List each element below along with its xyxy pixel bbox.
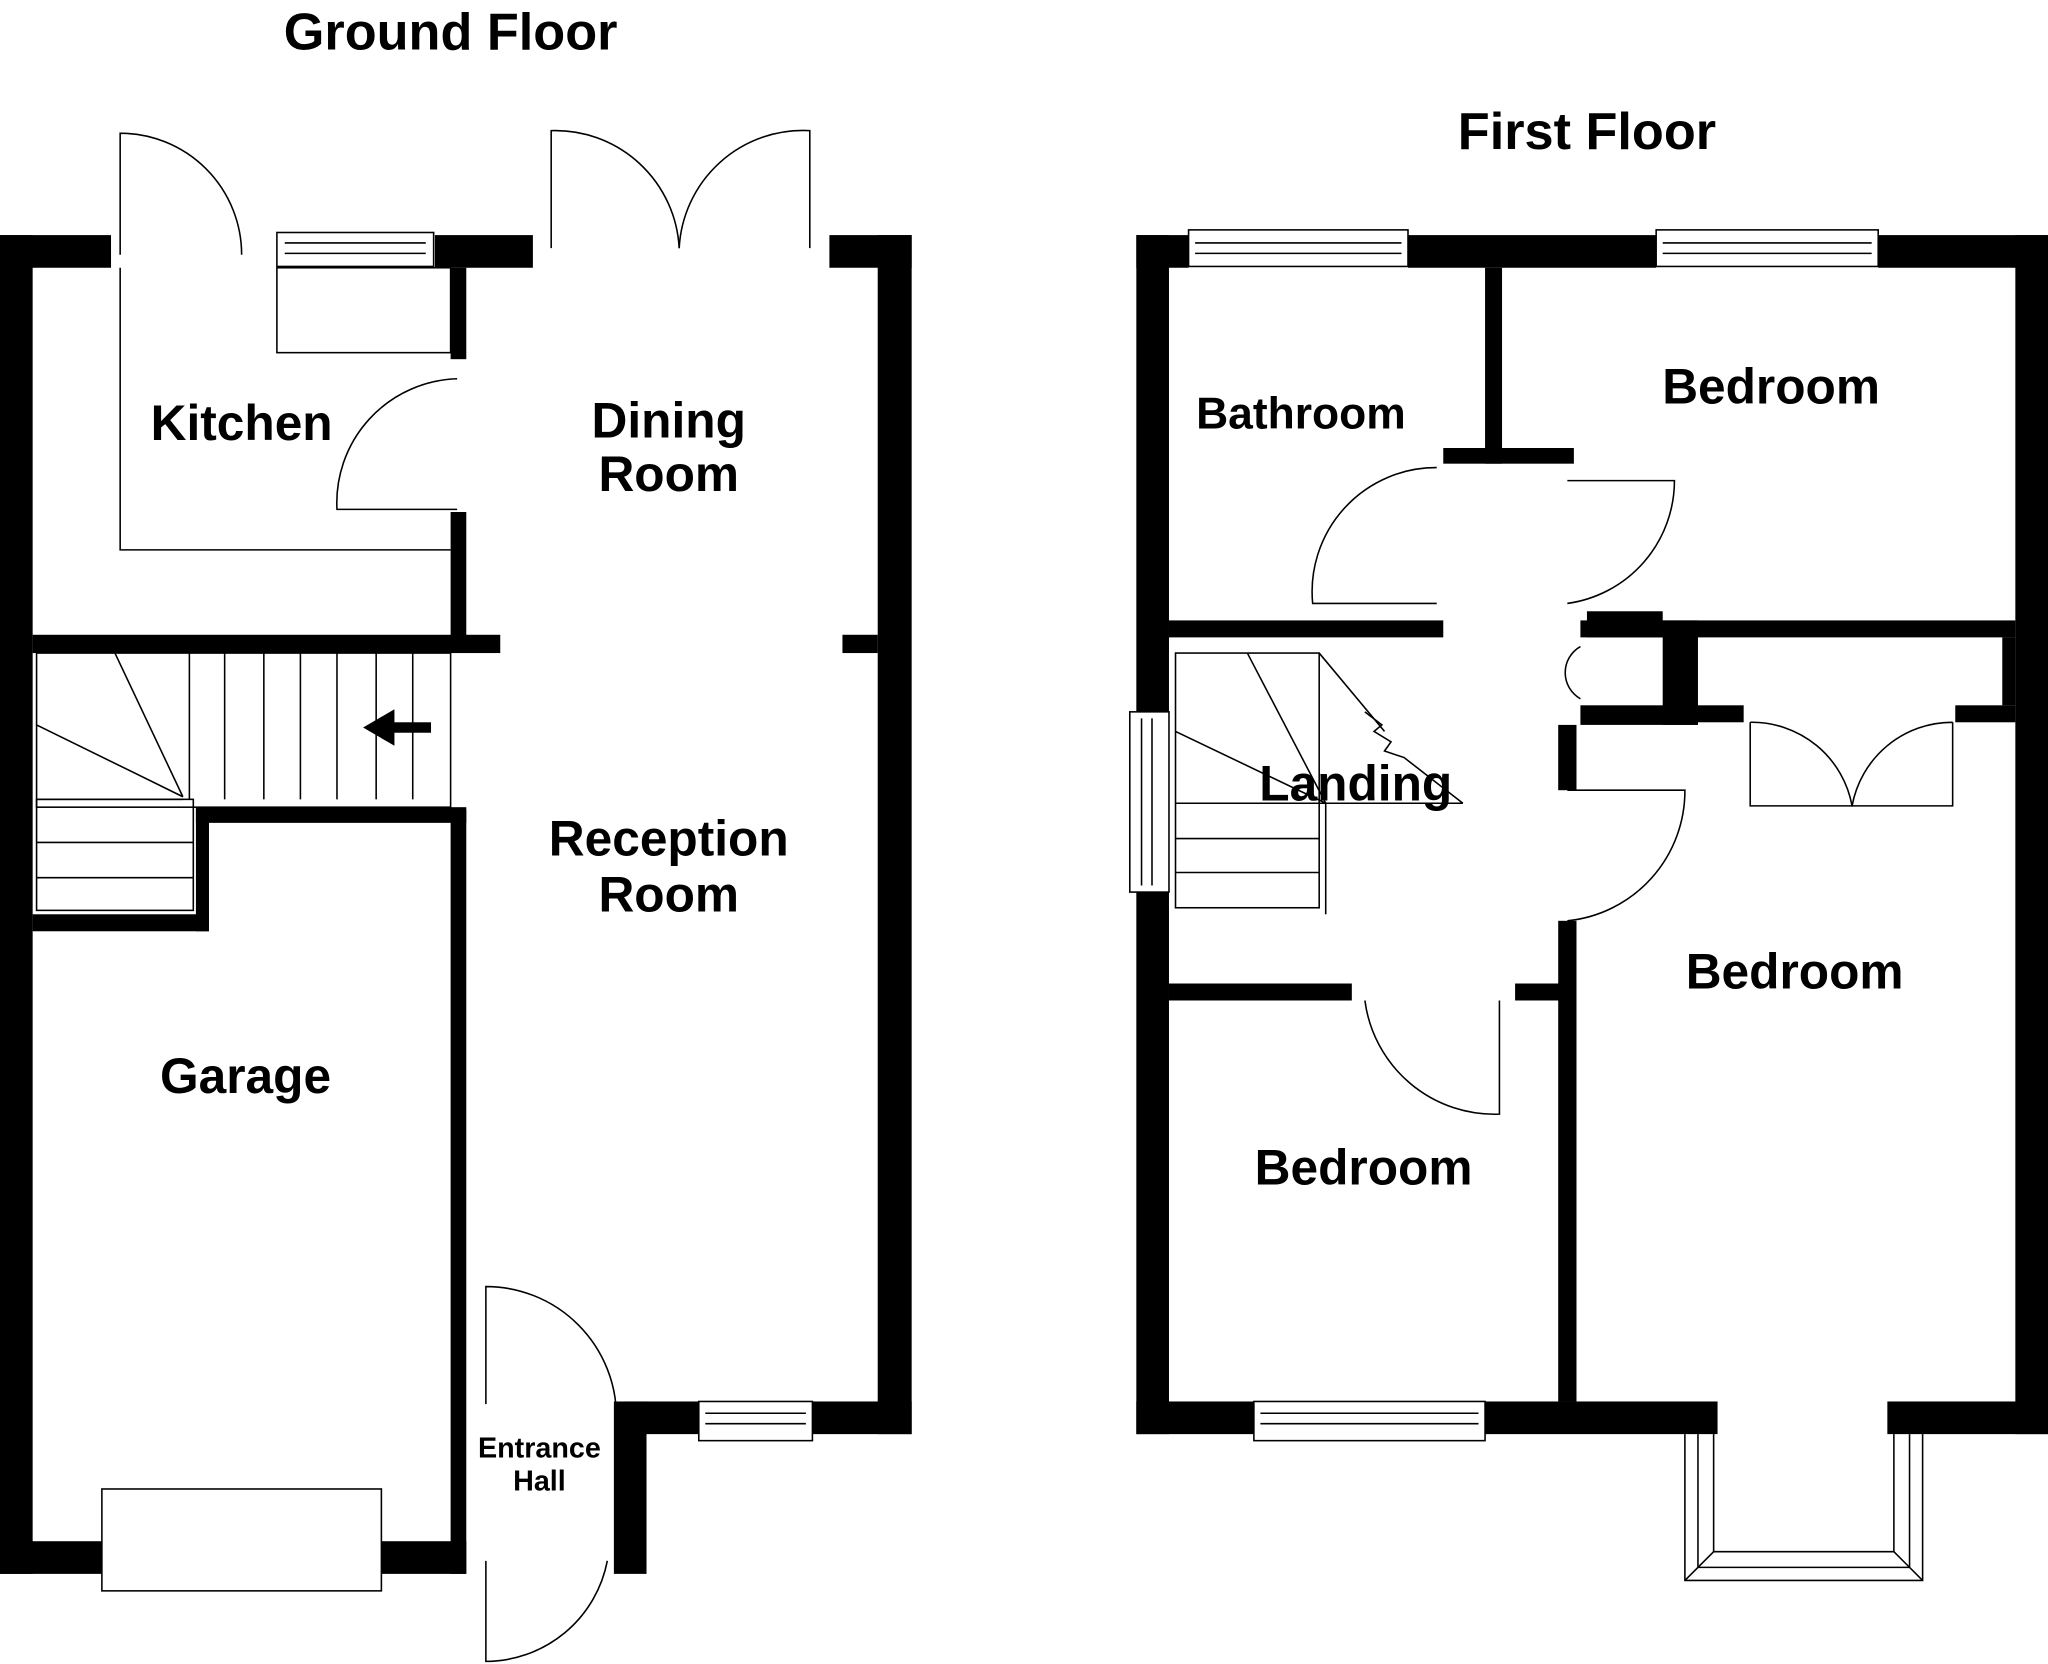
room-label-bedroom-rear: Bedroom <box>1662 359 1880 415</box>
room-label-reception-line1: Reception <box>549 811 789 867</box>
first-floor-plan: First Floor <box>1129 103 2048 1582</box>
ground-floor-walls <box>0 235 912 1574</box>
ground-floor-title: Ground Floor <box>284 4 618 62</box>
ground-floor-windows <box>101 231 814 1592</box>
room-label-bedroom-small: Bedroom <box>1255 1140 1473 1196</box>
room-label-bedroom-front-right: Bedroom <box>1686 944 1904 1000</box>
ground-floor-plan: Ground Floor <box>0 4 912 1663</box>
room-label-kitchen: Kitchen <box>151 395 333 451</box>
room-label-garage: Garage <box>160 1048 331 1104</box>
room-label-landing: Landing <box>1259 756 1452 812</box>
first-floor-stairs <box>1174 652 1464 915</box>
stairs-direction-arrow-icon <box>363 709 432 746</box>
room-label-entrance-line2: Hall <box>513 1465 566 1497</box>
first-floor-title: First Floor <box>1458 103 1716 161</box>
room-label-bathroom: Bathroom <box>1196 389 1406 438</box>
first-floor-doors <box>1311 466 1954 1115</box>
first-floor-windows <box>1129 229 1924 1582</box>
room-label-dining-line2: Room <box>598 446 739 502</box>
room-label-entrance-line1: Entrance <box>478 1433 601 1465</box>
room-label-dining-line1: Dining <box>592 393 746 449</box>
first-floor-walls <box>1136 235 2048 1435</box>
ground-floor-doors <box>119 129 811 1663</box>
ground-floor-stairs <box>35 652 452 912</box>
room-label-reception-line2: Room <box>598 867 739 923</box>
